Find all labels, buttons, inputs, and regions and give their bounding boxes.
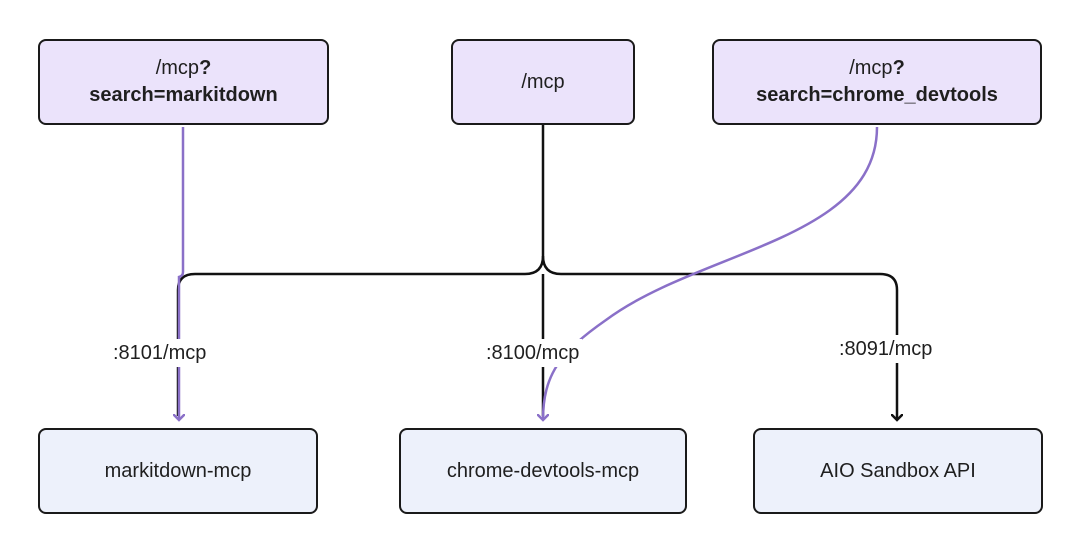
black-connector-right — [541, 255, 897, 420]
node-path-text: /mcp — [849, 57, 893, 79]
node-chrome-devtools-mcp: chrome-devtools-mcp — [399, 428, 687, 514]
node-label: /mcp — [521, 70, 565, 93]
node-path-text: /mcp — [155, 57, 200, 79]
black-connector-trunk — [176, 123, 545, 416]
node-mcp: /mcp — [451, 39, 635, 125]
node-label: markitdown-mcp — [104, 459, 252, 482]
edge-label-8101: :8101/mcp — [110, 339, 210, 367]
node-label: AIO Sandbox API — [820, 459, 976, 482]
node-aio-sandbox-api: AIO Sandbox API — [753, 428, 1043, 514]
node-query-mark: ? — [199, 57, 212, 79]
node-mcp-search-markitdown: /mcp? search=markitdown — [38, 39, 329, 125]
purple-connector-markitdown — [179, 127, 183, 420]
node-markitdown-mcp: markitdown-mcp — [38, 428, 318, 514]
node-query-text: search=chrome_devtools — [756, 84, 998, 106]
node-query-text: search=markitdown — [89, 84, 278, 106]
node-mcp-search-chrome-devtools: /mcp? search=chrome_devtools — [712, 39, 1042, 125]
node-label: chrome-devtools-mcp — [446, 459, 640, 482]
purple-connector-chrome — [543, 126, 879, 420]
edge-label-8100: :8100/mcp — [483, 339, 583, 367]
edge-label-8091: :8091/mcp — [836, 335, 936, 363]
node-query-mark: ? — [892, 57, 905, 79]
